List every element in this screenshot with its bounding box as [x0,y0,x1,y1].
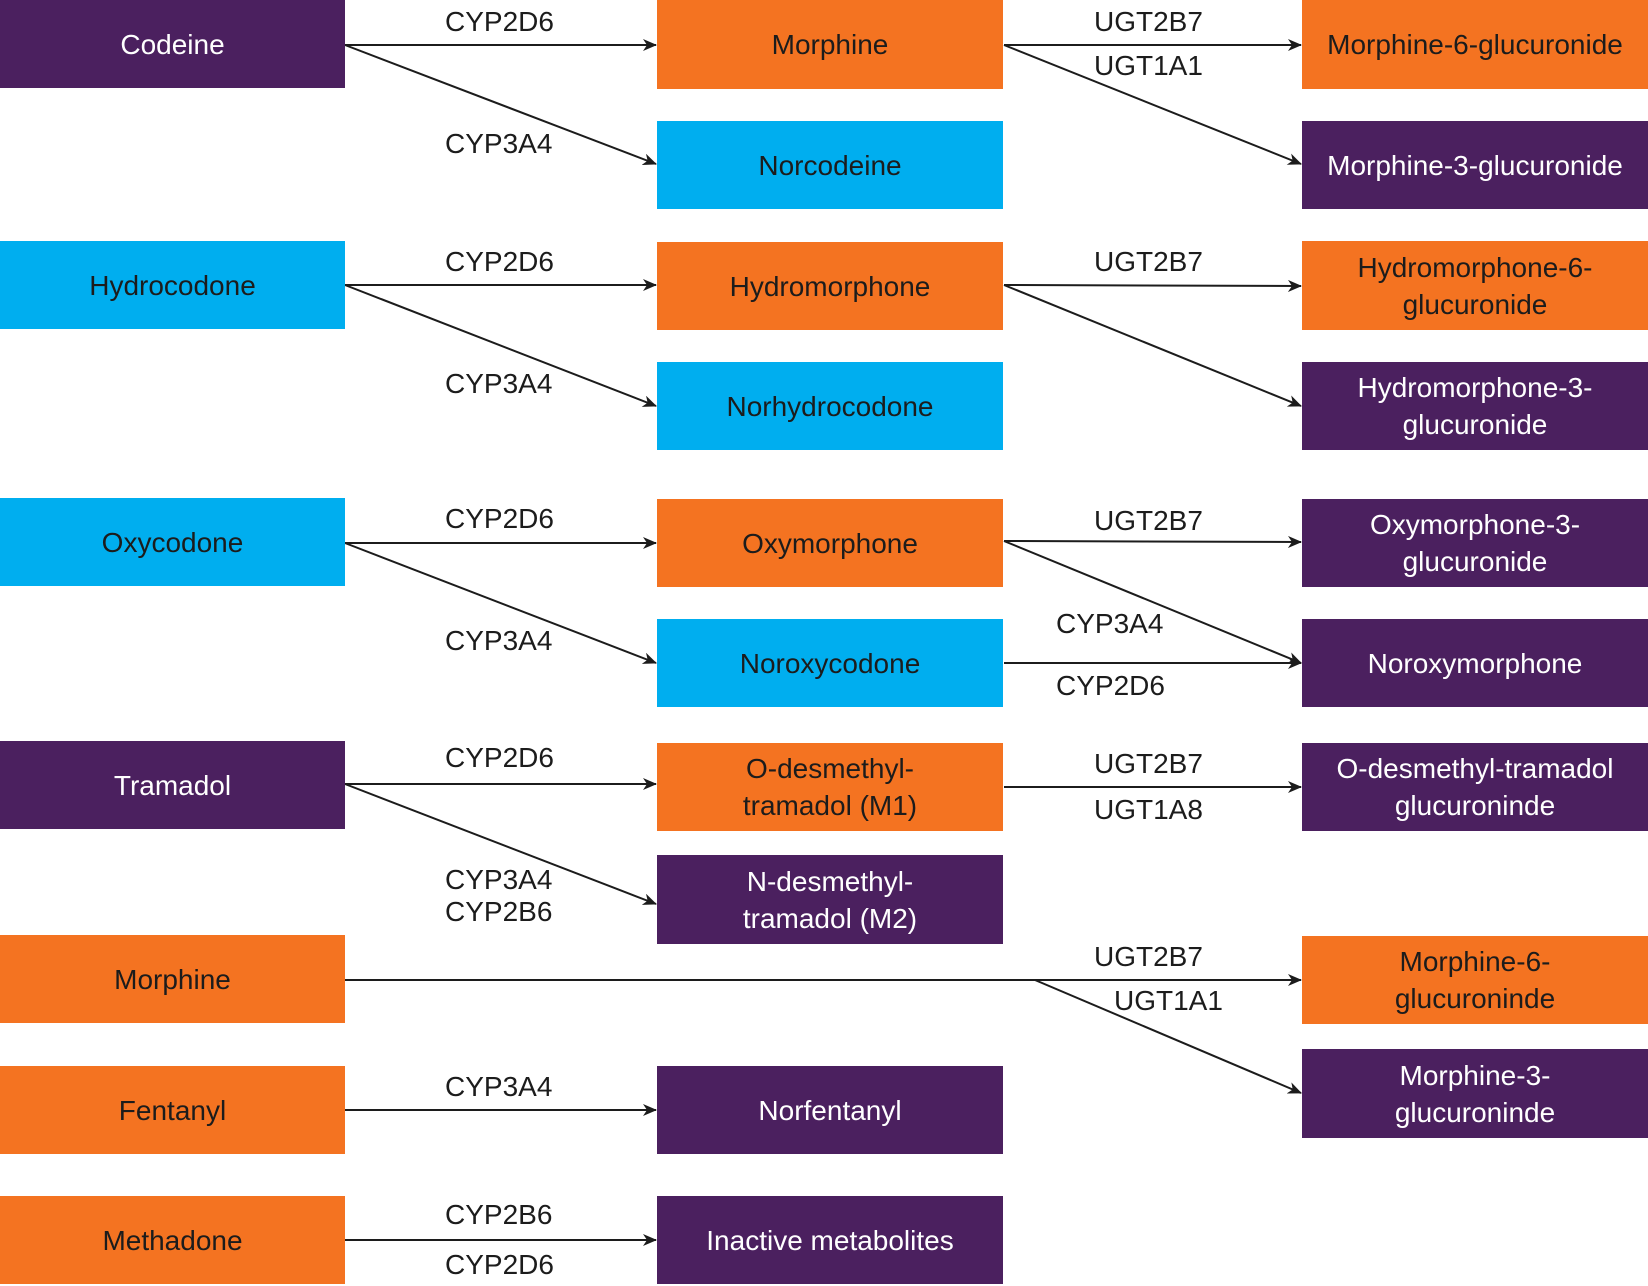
enzyme-label-cyp2d6: CYP2D6 [445,1249,554,1280]
node-label-line1: Oxymorphone-3- [1369,509,1581,540]
node-label: Tramadol [113,769,232,801]
node-hydrocodone: Hydrocodone [0,241,345,329]
enzyme-label-cyp3a4: CYP3A4 [445,128,553,159]
node-hydromorphone: Hydromorphone [657,242,1003,330]
node-label: Codeine [120,28,225,60]
node-label: Norhydrocodone [726,390,934,422]
arrow-hydromorphone-h3g [1003,284,1302,407]
node-inactive-metabolites: Inactive metabolites [657,1196,1003,1284]
enzyme-label-cyp2d6: CYP2D6 [445,6,554,37]
enzyme-label-ugt1a1: UGT1A1 [1114,985,1223,1016]
node-o-desmethyl-tramadol-m1: O-desmethyl-tramadol (M1) [657,743,1003,831]
enzyme-label-ugt2b7: UGT2B7 [1094,941,1203,972]
arrow-morphine-m3g [1003,44,1302,165]
node-label: Oxymorphone [742,527,918,559]
node-label-line2: tramadol (M1) [742,790,918,821]
node-label: Hydrocodone [89,269,256,301]
enzyme-label-cyp2b6: CYP2B6 [445,1199,553,1230]
enzyme-label-cyp3a4: CYP3A4 [445,864,553,895]
arrow-oxymorphone-o3g [1003,535,1302,548]
node-oxycodone: Oxycodone [0,498,345,586]
enzyme-label-ugt2b7: UGT2B7 [1094,246,1203,277]
node-label: Oxycodone [101,526,244,558]
node-label: Morphine-3-glucuronide [1327,149,1623,181]
node-codeine: Codeine [0,0,345,88]
enzyme-label-ugt2b7: UGT2B7 [1094,6,1203,37]
enzyme-label-ugt2b7: UGT2B7 [1094,748,1203,779]
enzyme-label-cyp3a4: CYP3A4 [445,625,553,656]
node-o-desmethyl-tramadol-glucuroninde: O-desmethyl-tramadol glucuroninde [1302,743,1648,831]
node-label: Noroxymorphone [1367,647,1583,679]
enzyme-label-cyp2b6: CYP2B6 [445,896,553,927]
node-label: Morphine [771,29,889,60]
node-norhydrocodone: Norhydrocodone [657,362,1003,450]
arrow-hydromorphone-h6g [1003,279,1302,292]
node-label: Hydromorphone [729,270,931,302]
arrow-codeine-norcodeine [344,44,657,165]
enzyme-label-cyp3a4: CYP3A4 [1056,608,1164,639]
node-label: Morphine [114,963,231,995]
enzyme-label-ugt2b7: UGT2B7 [1094,505,1203,536]
arrow-oxymorphone-noroxymorphone [1003,540,1302,664]
node-label: Fentanyl [118,1094,227,1126]
node-n-desmethyl-tramadol-m2: N-desmethyl-tramadol (M2) [657,855,1003,944]
node-label-line1: N-desmethyl- [746,865,914,897]
node-label: Norfentanyl [758,1094,902,1126]
enzyme-label-cyp2d6: CYP2D6 [445,503,554,534]
node-label: Methadone [102,1224,243,1256]
enzyme-label-cyp3a4: CYP3A4 [445,1071,553,1102]
node-hydromorphone-6-glucuronide: Hydromorphone-6- glucuronide [1302,241,1648,330]
arrow-hydrocodone-norhydrocodone [344,284,657,407]
enzyme-label-cyp2d6: CYP2D6 [445,246,554,277]
node-label: Morphine-6-glucuronide [1327,29,1623,60]
node-norfentanyl: Norfentanyl [657,1066,1003,1154]
node-fentanyl: Fentanyl [0,1066,345,1154]
node-label-line2: glucuroninde [1394,790,1556,821]
node-label-line1: O-desmethyl- [745,753,915,784]
node-label-line1: Morphine-6- [1399,946,1551,977]
node-norcodeine: Norcodeine [657,121,1003,209]
node-label-line2: glucuroninde [1394,1096,1556,1128]
node-label-line2: glucuronide [1402,409,1548,440]
enzyme-label-cyp2d6: CYP2D6 [1056,670,1165,701]
arrow-oxycodone-noroxycodone [344,542,657,664]
enzyme-label-ugt1a8: UGT1A8 [1094,794,1203,825]
enzyme-label-cyp2d6: CYP2D6 [445,742,554,773]
node-label-line1: Hydromorphone-3- [1357,372,1593,403]
node-oxymorphone: Oxymorphone [657,499,1003,587]
enzyme-label-cyp3a4: CYP3A4 [445,368,553,399]
node-morphine-2: Morphine [0,935,345,1023]
enzyme-label-ugt1a1: UGT1A1 [1094,50,1203,81]
node-label-line1: O-desmethyl-tramadol [1336,753,1614,784]
node-label-line2: glucuronide [1402,288,1548,320]
node-tramadol: Tramadol [0,741,345,829]
node-label-line1: Hydromorphone-6- [1357,251,1593,283]
arrow-morphine-m3g2 [1034,979,1302,1094]
node-noroxycodone: Noroxycodone [657,619,1003,707]
node-label-line2: tramadol (M2) [742,902,918,934]
node-morphine-3-glucuronide: Morphine-3-glucuronide [1302,121,1648,209]
node-morphine-6-glucuroninde: Morphine-6- glucuroninde [1302,936,1648,1024]
node-label: Inactive metabolites [706,1224,954,1256]
node-label-line2: glucuronide [1402,546,1548,577]
node-morphine: Morphine [657,0,1003,89]
node-label-line2: glucuroninde [1394,983,1556,1014]
node-hydromorphone-3-glucuronide: Hydromorphone-3- glucuronide [1302,362,1648,450]
node-noroxymorphone: Noroxymorphone [1302,619,1648,707]
node-morphine-3-glucuroninde: Morphine-3- glucuroninde [1302,1049,1648,1138]
arrow-tramadol-m2 [344,783,657,905]
node-label: Norcodeine [758,149,902,181]
node-methadone: Methadone [0,1196,345,1284]
node-morphine-6-glucuronide: Morphine-6-glucuronide [1302,0,1648,89]
node-label-line1: Morphine-3- [1399,1059,1551,1091]
node-oxymorphone-3-glucuronide: Oxymorphone-3- glucuronide [1302,499,1648,587]
node-label: Noroxycodone [739,647,921,679]
